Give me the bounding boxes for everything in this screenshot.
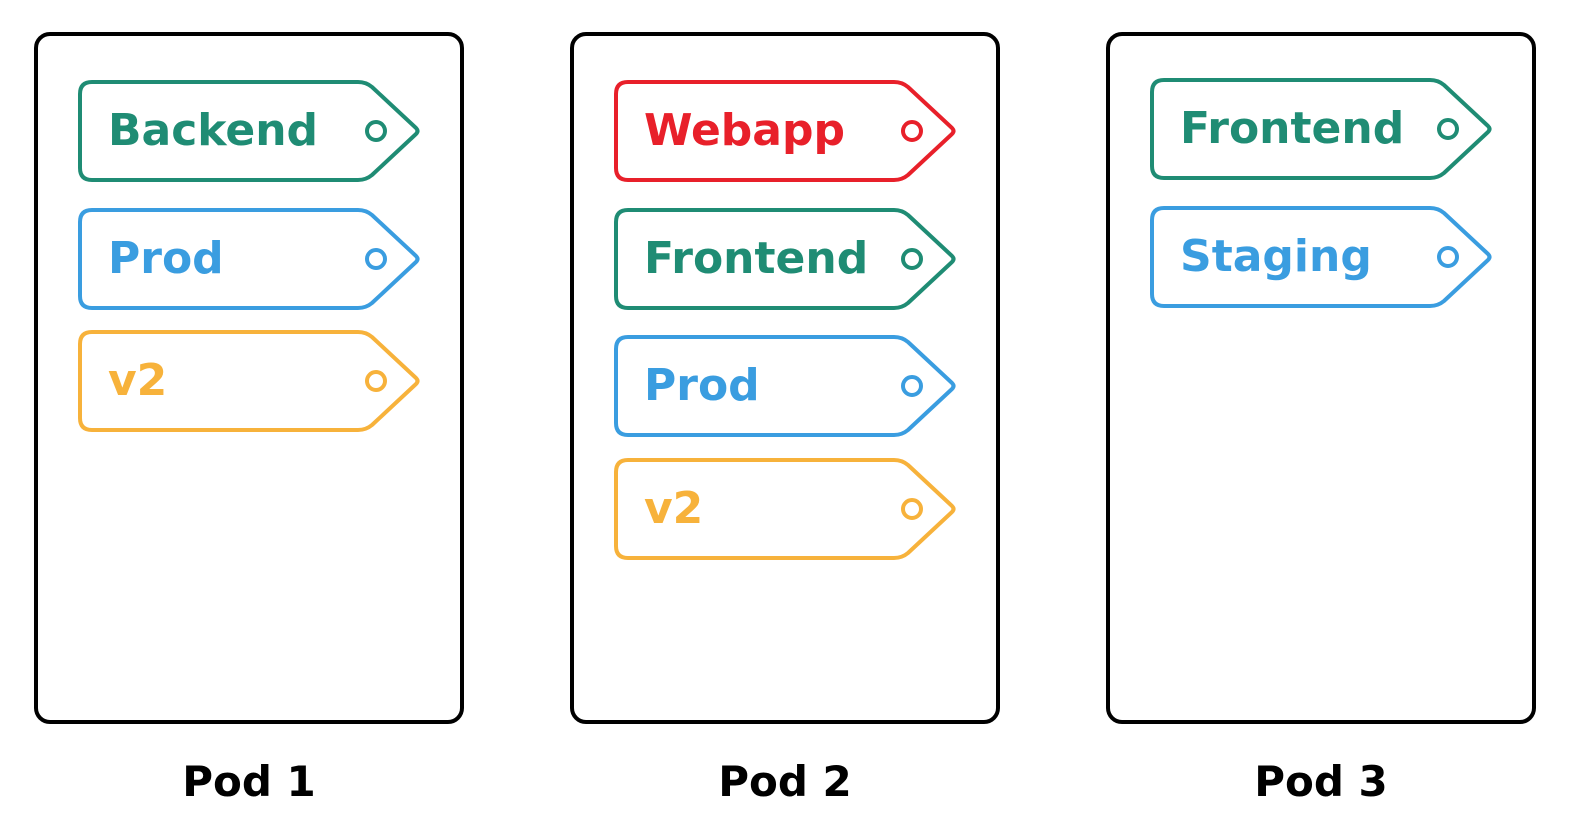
tag-hole-icon bbox=[1437, 246, 1459, 268]
tag-label-text: Webapp bbox=[644, 105, 845, 156]
pod-box-2: Webapp Frontend Prod v2 bbox=[570, 32, 1000, 724]
tag-label-text: Frontend bbox=[1180, 103, 1405, 154]
label-tag: Prod bbox=[78, 208, 420, 310]
tag-shape-icon bbox=[614, 208, 956, 310]
tag-label-text: Backend bbox=[108, 105, 319, 156]
tag-outline bbox=[614, 80, 956, 182]
label-tag: Frontend bbox=[1150, 78, 1492, 180]
tag-hole-icon bbox=[901, 375, 923, 397]
tag-label-text: Prod bbox=[108, 233, 224, 284]
tag-outline bbox=[1150, 206, 1492, 308]
tag-shape-icon bbox=[78, 208, 420, 310]
tag-shape-icon bbox=[78, 330, 420, 432]
pod-box-1: Backend Prod v2 bbox=[34, 32, 464, 724]
tag-outline bbox=[78, 330, 420, 432]
tag-hole-icon bbox=[365, 370, 387, 392]
tag-shape-icon bbox=[614, 335, 956, 437]
tag-shape-icon bbox=[614, 458, 956, 560]
pod-title-3: Pod 3 bbox=[1254, 757, 1388, 806]
tag-shape-icon bbox=[614, 80, 956, 182]
tag-label-text: v2 bbox=[644, 483, 704, 534]
tag-outline bbox=[78, 80, 420, 182]
tag-outline bbox=[614, 458, 956, 560]
label-tag: Backend bbox=[78, 80, 420, 182]
tag-hole-icon bbox=[365, 120, 387, 142]
tag-label-text: Prod bbox=[644, 360, 760, 411]
tag-outline bbox=[78, 208, 420, 310]
tag-outline bbox=[614, 208, 956, 310]
tag-outline bbox=[614, 335, 956, 437]
label-tag: Webapp bbox=[614, 80, 956, 182]
tag-label-text: Staging bbox=[1180, 231, 1372, 282]
label-tag: Frontend bbox=[614, 208, 956, 310]
pod-title-2: Pod 2 bbox=[718, 757, 852, 806]
label-tag: v2 bbox=[78, 330, 420, 432]
tag-hole-icon bbox=[901, 498, 923, 520]
tag-hole-icon bbox=[901, 120, 923, 142]
tag-hole-icon bbox=[901, 248, 923, 270]
tag-shape-icon bbox=[1150, 78, 1492, 180]
tag-outline bbox=[1150, 78, 1492, 180]
pod-box-3: Frontend Staging bbox=[1106, 32, 1536, 724]
label-tag: Prod bbox=[614, 335, 956, 437]
tag-hole-icon bbox=[1437, 118, 1459, 140]
tag-shape-icon bbox=[1150, 206, 1492, 308]
tag-shape-icon bbox=[78, 80, 420, 182]
label-tag: Staging bbox=[1150, 206, 1492, 308]
tag-label-text: Frontend bbox=[644, 233, 869, 284]
pod-title-1: Pod 1 bbox=[182, 757, 316, 806]
tag-hole-icon bbox=[365, 248, 387, 270]
tag-label-text: v2 bbox=[108, 355, 168, 406]
label-tag: v2 bbox=[614, 458, 956, 560]
